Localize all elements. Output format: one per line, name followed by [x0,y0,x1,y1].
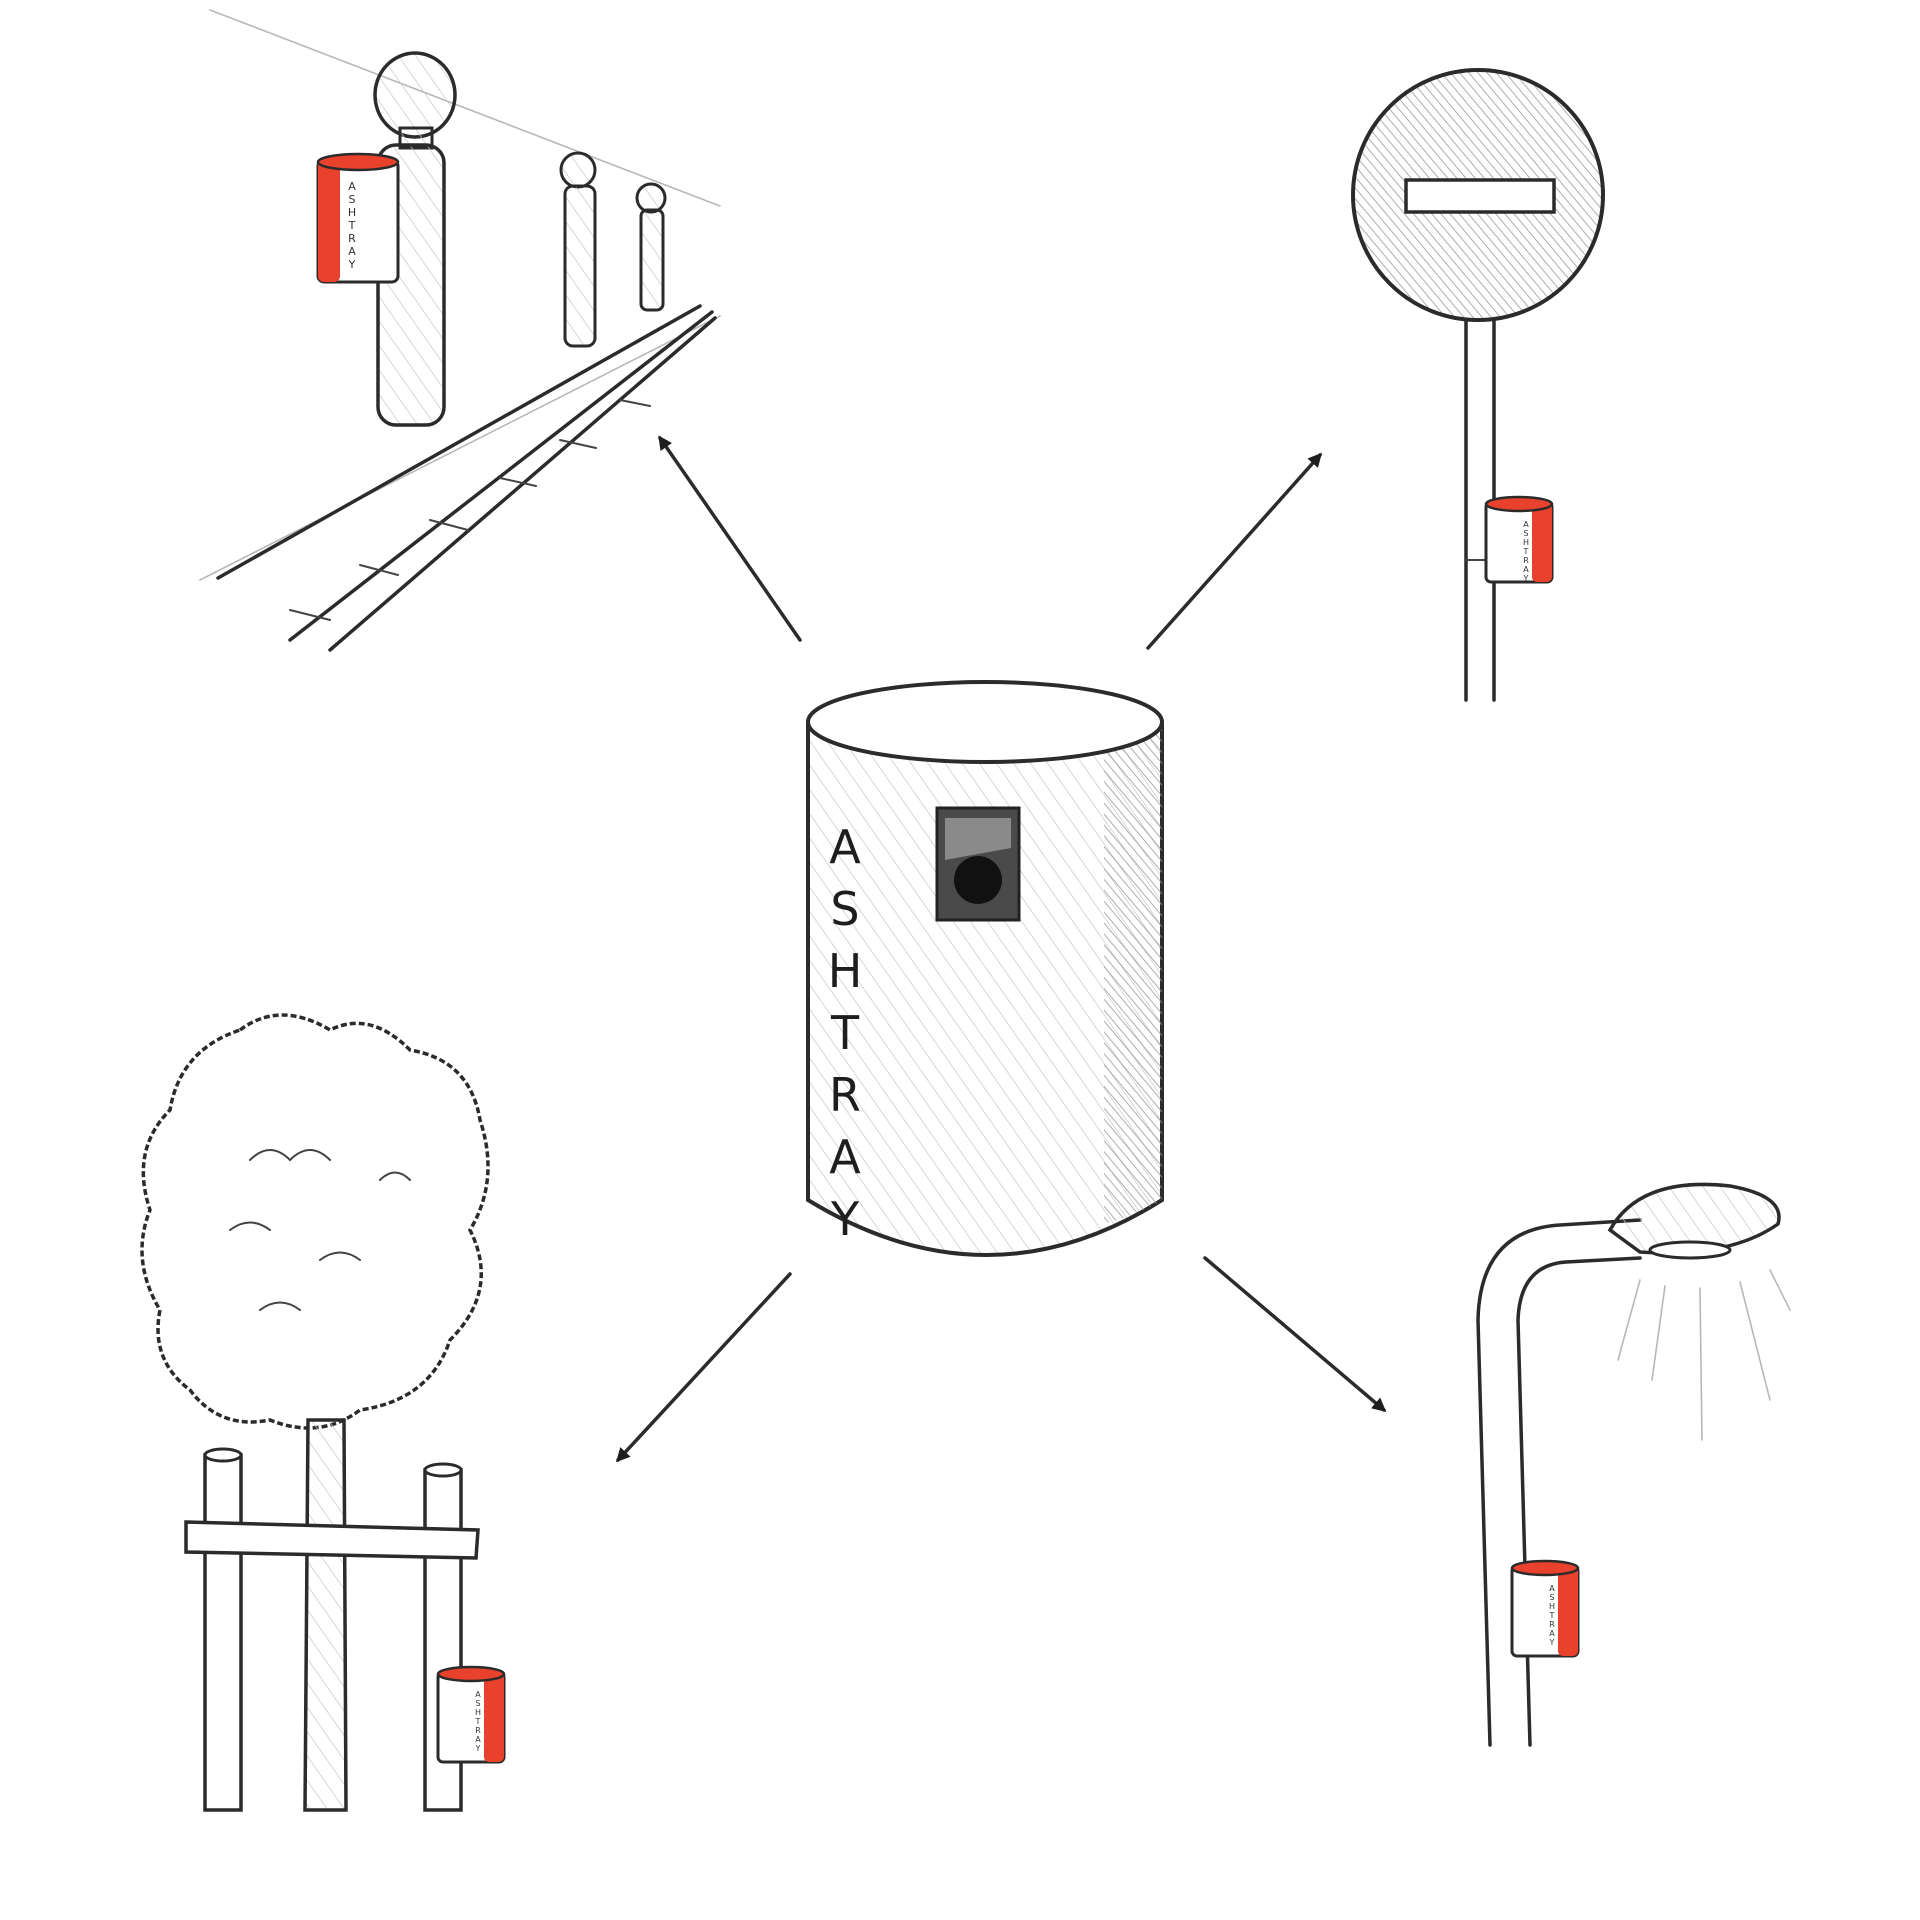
ashtray-slot [935,806,1021,922]
central-ashtray: ASHTRAY [806,680,1164,1257]
arrows [615,435,1387,1463]
staked-tree-icon [140,1013,490,1812]
svg-text:ASHTRAY: ASHTRAY [474,1690,483,1753]
bollard-icon [199,9,721,652]
scene-sign: ASHTRAY [1351,68,1605,702]
mini-ashtray-lamp: ASHTRAY [1510,1559,1580,1658]
svg-text:ASHTRAY: ASHTRAY [1522,520,1531,583]
ashtray-top [806,680,1164,764]
ashtray-shadow-side [1104,722,1162,1224]
scene-lamp: ASHTRAY [1476,1182,1791,1747]
svg-text:ASHTRAY: ASHTRAY [346,180,359,271]
mini-ashtray-tree: ASHTRAY [436,1665,506,1764]
arrow-to-lamp [1203,1256,1387,1412]
scene-tree: ASHTRAY [140,1013,506,1812]
ashtray-vertical-label: ASHTRAY [818,820,872,1254]
svg-text:ASHTRAY: ASHTRAY [1548,1584,1557,1647]
arrow-to-tree [615,1272,792,1463]
arrow-to-bollards [658,435,802,642]
mini-ashtray-bollard: ASHTRAY [316,152,400,284]
ashtray-body [806,722,1164,1257]
street-lamp-icon [1476,1182,1791,1747]
no-entry-sign-icon [1351,68,1605,702]
arrow-to-sign [1146,452,1322,650]
scene-bollards: ASHTRAY [199,9,721,652]
mini-ashtray-sign: ASHTRAY [1484,495,1554,584]
